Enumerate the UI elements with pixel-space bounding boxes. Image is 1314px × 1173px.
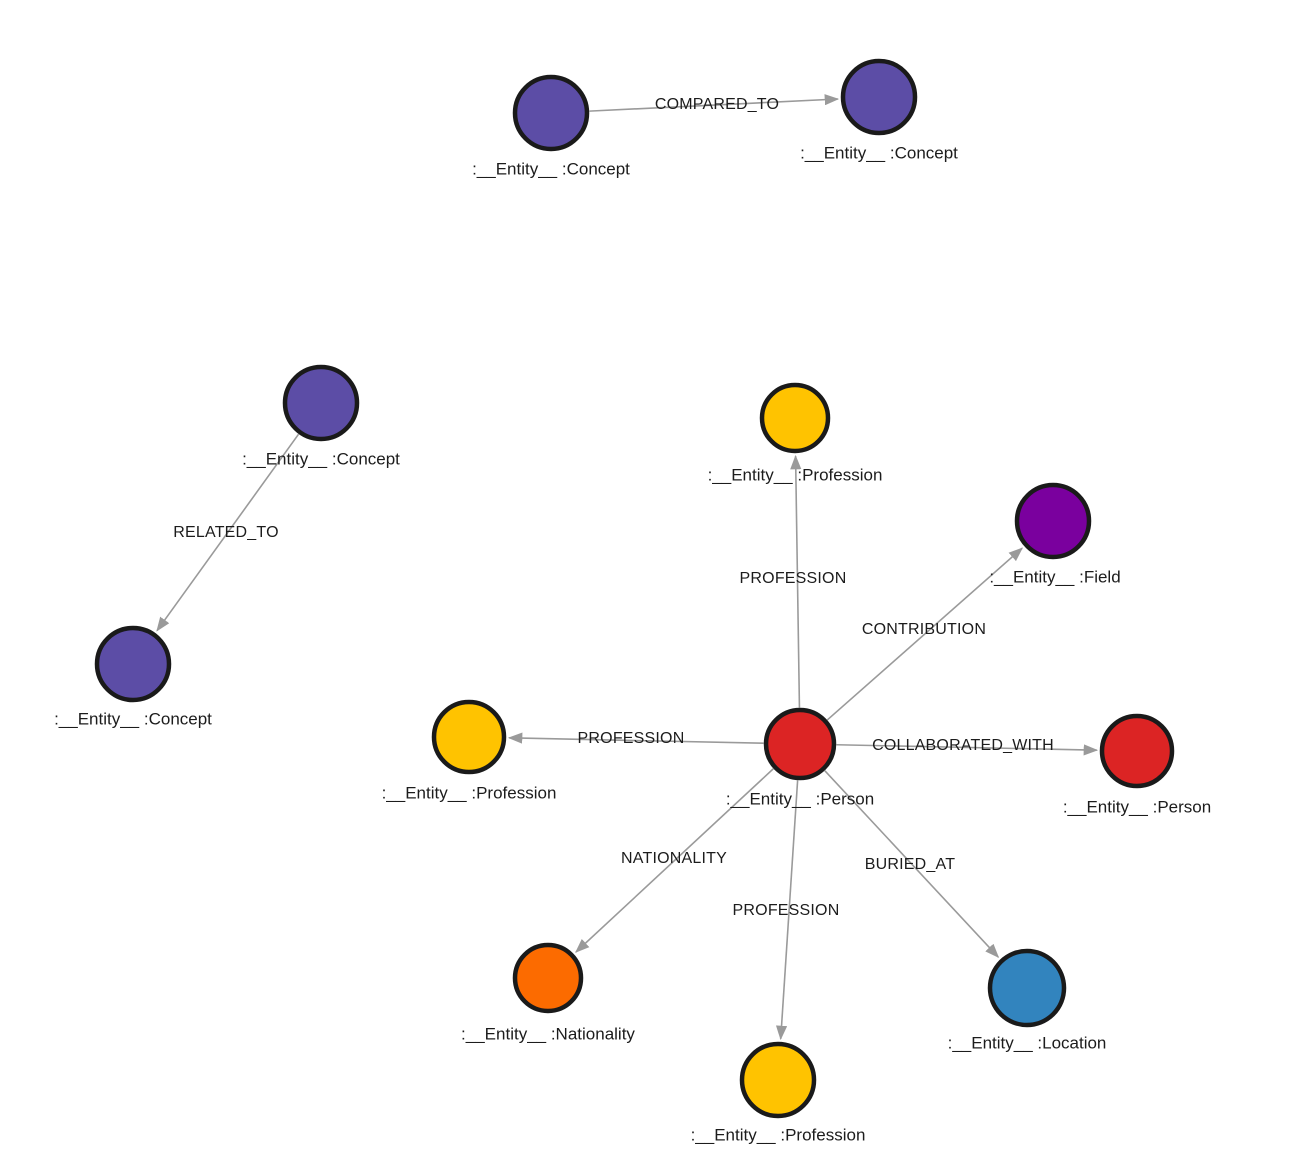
node-profession[interactable]: [739, 1041, 817, 1119]
node-nationality[interactable]: [512, 942, 584, 1014]
node-location[interactable]: [987, 948, 1067, 1028]
edge-labels-layer: COMPARED_TO RELATED_TO PROFESSION CONTRIBUT…: [173, 96, 1054, 919]
edge-compared-to[interactable]: [589, 94, 840, 112]
node-label: :__Entity__ :Field: [989, 567, 1120, 586]
edge-label: PROFESSION: [733, 902, 840, 919]
node-profession[interactable]: [431, 699, 507, 775]
node-label: :__Entity__ :Concept: [242, 449, 400, 468]
node-concept[interactable]: [282, 364, 360, 442]
nodes-layer: [94, 58, 1175, 1119]
edge-label: PROFESSION: [578, 730, 685, 747]
node-concept[interactable]: [840, 58, 918, 136]
node-label: :__Entity__ :Concept: [800, 143, 958, 162]
edge-label: NATIONALITY: [621, 850, 727, 867]
node-label: :__Entity__ :Profession: [708, 465, 883, 484]
edge-label: BURIED_AT: [865, 856, 955, 873]
node-labels-layer: :__Entity__ :Concept :__Entity__ :Concept…: [54, 143, 1211, 1144]
node-label: :__Entity__ :Concept: [472, 159, 630, 178]
node-field[interactable]: [1014, 482, 1092, 560]
edge-profession[interactable]: [507, 732, 764, 745]
node-label: :__Entity__ :Profession: [382, 783, 557, 802]
edge-label: COLLABORATED_WITH: [872, 737, 1054, 754]
node-label: :__Entity__ :Profession: [691, 1125, 866, 1144]
node-label: :__Entity__ :Nationality: [461, 1024, 635, 1043]
node-concept[interactable]: [512, 74, 590, 152]
edge-related-to[interactable]: [156, 433, 300, 632]
edge-contribution[interactable]: [826, 547, 1024, 721]
edge-label: RELATED_TO: [173, 524, 278, 541]
node-label: :__Entity__ :Concept: [54, 709, 212, 728]
node-concept[interactable]: [94, 625, 172, 703]
node-person[interactable]: [763, 707, 837, 781]
edge-collaborated-with[interactable]: [836, 743, 1099, 756]
node-label: :__Entity__ :Person: [1063, 797, 1211, 816]
edges-layer: [156, 94, 1099, 1041]
edge-profession[interactable]: [790, 454, 802, 708]
edge-label: COMPARED_TO: [655, 96, 779, 113]
node-profession[interactable]: [759, 382, 831, 454]
edge-profession[interactable]: [775, 780, 799, 1041]
node-person[interactable]: [1099, 713, 1175, 789]
node-label: :__Entity__ :Person: [726, 789, 874, 808]
edge-label: CONTRIBUTION: [862, 621, 986, 638]
edge-label: PROFESSION: [740, 570, 847, 587]
node-label: :__Entity__ :Location: [948, 1033, 1107, 1052]
edge-buried-at[interactable]: [824, 770, 1000, 959]
edge-nationality[interactable]: [575, 768, 774, 953]
